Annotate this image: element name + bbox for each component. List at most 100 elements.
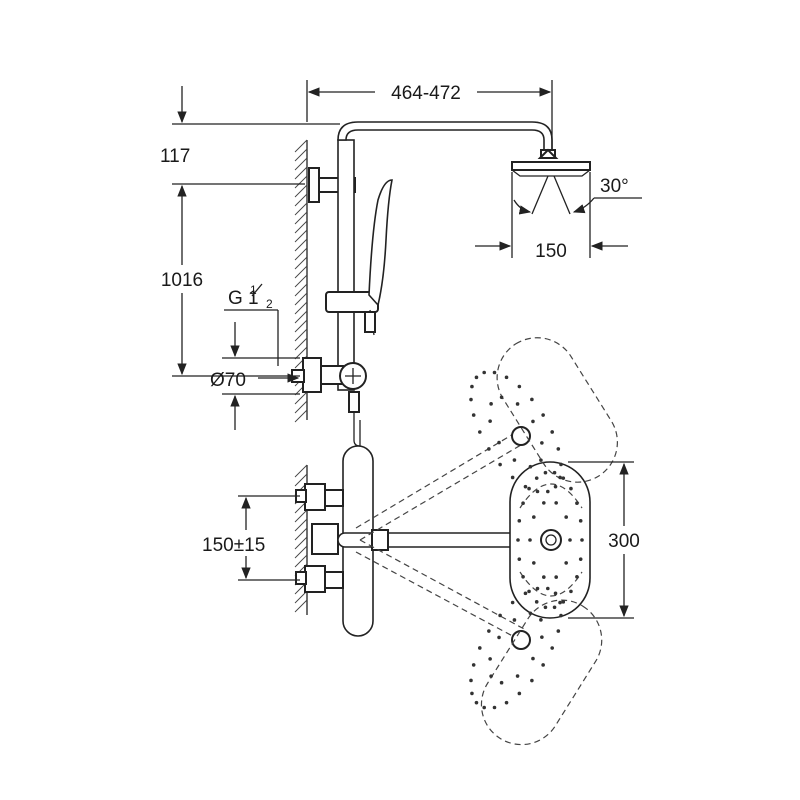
side-view-dimensions: 464-472 117 1016 G 1 1 2 Ø70 150 [150,78,642,430]
nozzle-dot [550,646,554,650]
hatch-line [294,238,308,252]
nozzle-dot [561,600,566,604]
hand-shower [368,179,393,307]
nozzle-dot [575,574,579,579]
lower-swung-pivot [511,630,531,650]
shower-arm [337,121,553,151]
nozzle-dot [552,605,557,610]
nozzle-dot [510,475,515,480]
hatch-line [294,464,308,478]
nozzle-dot [540,441,544,445]
hatch-line [294,148,308,162]
nozzle-dot [554,501,558,505]
nozzle-dot [504,375,509,380]
nozzle-dot [469,397,473,402]
nozzle-dot [531,656,535,661]
hatch-line [294,400,308,414]
hatch-line [294,473,308,487]
nozzle-dot [561,476,566,480]
nozzle-dot [488,419,492,423]
hatch-line [294,220,308,234]
hatch-line [294,346,308,360]
nozzle-dot [531,419,535,424]
hatch-line [294,175,308,189]
nozzle-dot [530,678,534,683]
upper-inlet-nut [324,489,344,507]
nozzle-dot [527,486,531,491]
lower-inlet-connector [304,565,326,593]
nozzle-dot [543,605,548,610]
hatch-line [294,554,308,568]
nozzle-dot [489,674,493,678]
nozzle-dot [556,629,561,633]
nozzle-dot [521,501,525,506]
nozzle-dot [528,464,533,469]
nozzle-dot [540,635,544,639]
swung-arm-upper [355,429,527,541]
nozzle-dot [528,611,533,616]
nozzle-dot [541,663,545,667]
shower-rail [337,139,355,391]
nozzle-dot [553,484,558,489]
nozzle-dot [539,618,543,622]
nozzle-dot [559,613,563,618]
nozzle-dot [471,663,476,667]
nozzle-dot [534,600,539,604]
lower-inlet-nut [324,571,344,589]
nozzle-dot [558,475,562,480]
nozzle-dot [539,458,543,462]
nozzle-dot [542,501,546,505]
nozzle-dot [497,635,501,640]
nozzle-dot [541,413,545,417]
nozzle-dot [558,600,562,605]
hatch-line [294,328,308,342]
nozzle-dot [564,515,568,519]
inlet-spacing-label: 150±15 [202,535,265,556]
nozzle-dot [532,561,536,565]
nozzle-dot [543,470,548,475]
nozzle-dot [559,462,563,467]
nozzle-dot [517,384,522,389]
nozzle-dot [553,591,558,596]
nozzle-dot [523,591,528,596]
nozzle-dot [474,375,479,380]
nozzle-dot [517,557,522,561]
nozzle-dot [546,489,550,494]
rail-height-label: 1016 [161,270,203,291]
hatch-line [294,229,308,243]
nozzle-dot [542,575,546,579]
swing-diameter-label: 300 [608,531,640,552]
upper-inlet-connector [304,483,326,511]
hatch-line [294,301,308,315]
nozzle-dot [469,678,473,683]
nozzle-dot [478,430,482,434]
nozzle-dot [554,575,558,579]
swung-head-lower [480,599,603,746]
nozzle-dot [504,700,509,705]
hatch-line [294,193,308,207]
hatch-line [294,283,308,297]
hatch-line [294,202,308,216]
nozzle-dot [487,447,491,451]
lower-wall-bracket [302,357,322,393]
nozzle-dot [527,589,531,594]
hatch-line [294,310,308,324]
nozzle-dot [535,489,540,494]
nozzle-dot [510,600,515,605]
nozzle-dot [498,613,502,618]
nozzle-dot [492,370,497,375]
upper-wall-bracket [308,167,320,203]
arm-length-label: 464-472 [391,83,461,104]
lower-inlet-pipe [295,571,307,585]
hatch-line [294,292,308,306]
hatch-line [294,274,308,288]
nozzle-dot [499,395,504,400]
nozzle-dot [550,430,554,434]
nozzle-dot [532,515,536,519]
hatch-line [294,527,308,541]
hose-connector [364,311,376,333]
nozzle-dot [569,486,573,491]
nozzle-dot [512,458,517,462]
nozzle-dot [575,501,579,506]
